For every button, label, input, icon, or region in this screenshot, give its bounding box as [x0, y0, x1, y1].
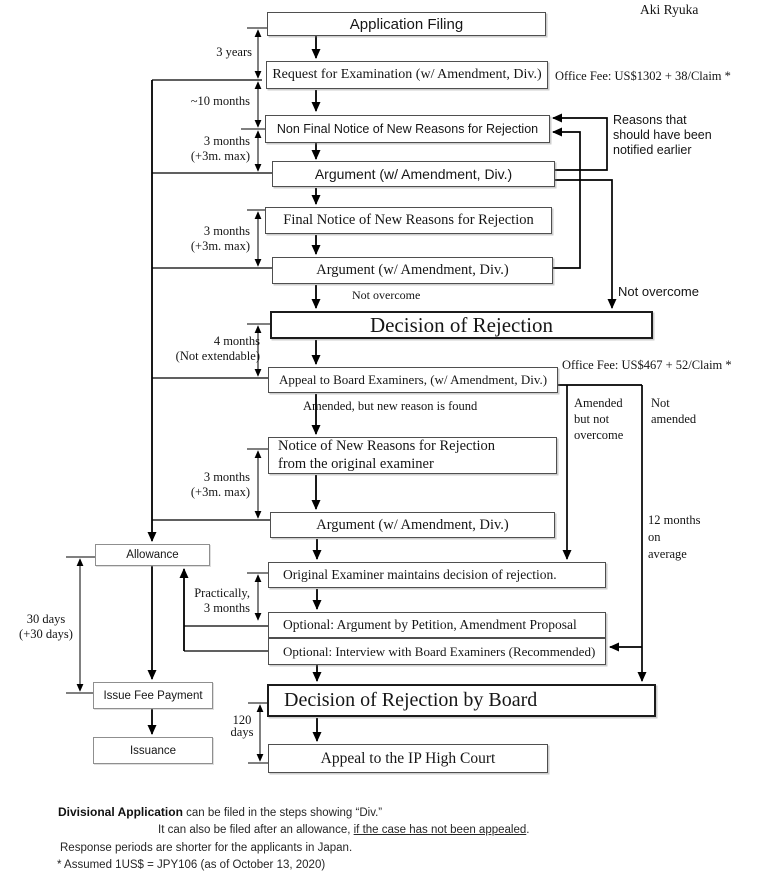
footnote-after-allowance-pre: It can also be filed after an allowance,: [158, 824, 354, 836]
footnote-after-allowance-post: .: [526, 824, 530, 836]
duration-practically-3-months: Practically, 3 months: [194, 586, 250, 616]
footnote-divisional-rest: can be filed in the steps showing “Div.”: [182, 807, 383, 819]
footnote-response-periods: Response periods are shorter for the app…: [60, 842, 353, 854]
footnote-after-allowance-underlined: if the case has not been appealed: [353, 824, 527, 836]
node-argument-1: Argument (w/ Amendment, Div.): [272, 161, 555, 187]
node-decision-of-rejection: Decision of Rejection: [270, 311, 653, 339]
label-amended-not-overcome: Amended but not overcome: [574, 396, 624, 442]
node-issue-fee-payment: Issue Fee Payment: [93, 682, 213, 709]
node-optional-petition: Optional: Argument by Petition, Amendmen…: [268, 612, 606, 638]
duration-3-months-2: 3 months (+3m. max): [190, 224, 250, 254]
label-not-overcome-right: Not overcome: [618, 284, 699, 299]
footnote-divisional: Divisional Application can be filed in t…: [58, 805, 382, 819]
duration-4-months: 4 months (Not extendable): [175, 334, 260, 364]
footnote-divisional-bold: Divisional Application: [58, 805, 183, 819]
footnote-after-allowance: It can also be filed after an allowance,…: [158, 824, 529, 836]
duration-3-years: 3 years: [216, 45, 252, 59]
author-name: Aki Ryuka: [640, 2, 699, 17]
node-optional-interview: Optional: Interview with Board Examiners…: [268, 638, 606, 665]
node-argument-2: Argument (w/ Amendment, Div.): [272, 257, 553, 284]
node-nonfinal-notice: Non Final Notice of New Reasons for Reje…: [265, 115, 550, 143]
duration-3-months-1: 3 months (+3m. max): [190, 134, 250, 164]
duration-120-days: 120 days: [230, 713, 254, 739]
node-appeal-ip-high-court: Appeal to the IP High Court: [268, 744, 548, 773]
node-request-examination: Request for Examination (w/ Amendment, D…: [266, 61, 548, 89]
fee-appeal: Office Fee: US$467 + 52/Claim *: [562, 358, 732, 372]
node-application-filing: Application Filing: [267, 12, 546, 36]
node-argument-3: Argument (w/ Amendment, Div.): [270, 512, 555, 538]
footnote-exchange-rate: * Assumed 1US$ = JPY106 (as of October 1…: [57, 859, 326, 871]
duration-30-days: 30 days (+30 days): [19, 612, 73, 642]
node-examiner-maintains: Original Examiner maintains decision of …: [268, 562, 606, 588]
node-allowance: Allowance: [95, 544, 210, 566]
duration-3-months-3: 3 months (+3m. max): [190, 470, 250, 500]
node-issuance: Issuance: [93, 737, 213, 764]
label-amended-new-reason: Amended, but new reason is found: [303, 399, 478, 413]
label-12-months-average: 12 months on average: [648, 513, 701, 561]
node-notice-new-reasons: Notice of New Reasons for Rejection from…: [268, 437, 557, 474]
label-not-overcome-inline: Not overcome: [352, 288, 421, 302]
duration-10-months: ~10 months: [190, 94, 250, 108]
node-decision-by-board: Decision of Rejection by Board: [267, 684, 656, 717]
node-appeal-board-examiners: Appeal to Board Examiners, (w/ Amendment…: [268, 367, 558, 393]
label-not-amended: Not amended: [651, 396, 697, 426]
node-final-notice: Final Notice of New Reasons for Rejectio…: [265, 207, 552, 234]
fee-examination: Office Fee: US$1302 + 38/Claim *: [555, 69, 731, 83]
label-reasons-notified-earlier: Reasons that should have been notified e…: [613, 113, 712, 157]
